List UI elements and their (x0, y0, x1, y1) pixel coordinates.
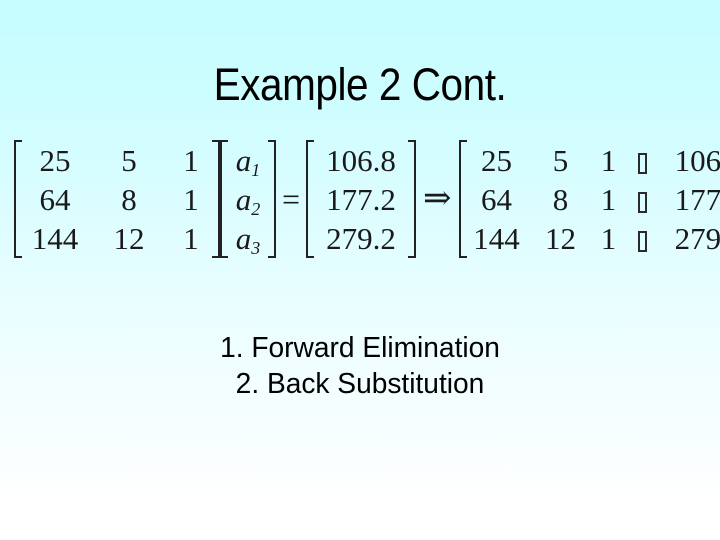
matrix-cell: 1 (183, 142, 199, 178)
equals-sign: = (282, 181, 301, 217)
augmented-separator-icon (638, 141, 648, 180)
matrix-equation: 25 5 1 64 8 1 144 12 1 a1 a2 a3 = (14, 136, 720, 262)
missing-glyph-box-icon (638, 152, 648, 174)
page-title: Example 2 Cont. (213, 59, 507, 110)
matrix-cell: 279.2 (674, 220, 720, 256)
variable-subscript: 3 (251, 237, 261, 258)
vector-cell: a3 (236, 219, 260, 258)
matrix-cell: 5 (121, 142, 137, 178)
missing-glyph-box-icon (638, 191, 648, 213)
coefficient-matrix: 25 5 1 64 8 1 144 12 1 (14, 140, 220, 258)
matrix-cell: 25 (39, 142, 71, 178)
matrix-cell: 12 (113, 220, 145, 256)
matrix-cell: 1 (600, 181, 617, 217)
variable-base: a (235, 220, 252, 256)
variable-base: a (235, 181, 252, 217)
matrix-cell: 25 (481, 142, 513, 178)
steps-list: 1. Forward Elimination 2. Back Substitut… (0, 330, 720, 402)
matrix-cell: 177.2 (674, 181, 720, 217)
missing-glyph-box-icon (638, 230, 648, 252)
matrix-cell: 5 (552, 142, 569, 178)
matrix-cell: 1 (600, 220, 617, 256)
rhs-vector: 106.8 177.2 279.2 (306, 140, 417, 258)
augmented-separator-icon (638, 180, 648, 219)
vector-cell: 106.8 (326, 142, 396, 178)
vector-cell: a1 (236, 141, 260, 180)
matrix-cell: 64 (481, 181, 513, 217)
coefficient-matrix-grid: 25 5 1 64 8 1 144 12 1 (23, 141, 211, 258)
matrix-cell: 1 (600, 142, 617, 178)
matrix-cell: 12 (545, 220, 577, 256)
matrix-cell: 8 (121, 181, 137, 217)
matrix-cell: 106.8 (674, 142, 720, 178)
variable-subscript: 1 (251, 159, 261, 180)
vector-cell: 177.2 (326, 181, 396, 217)
rhs-vector-grid: 106.8 177.2 279.2 (315, 141, 407, 258)
unknown-vector-grid: a1 a2 a3 (229, 141, 267, 258)
matrix-cell: 144 (31, 220, 79, 256)
augmented-separator-icon (638, 219, 648, 258)
matrix-cell: 8 (552, 181, 569, 217)
unknown-vector: a1 a2 a3 (220, 140, 276, 258)
matrix-cell: 1 (183, 220, 199, 256)
augmented-matrix: 25 5 1 106.8 64 8 1 177.2 144 12 1 279.2 (458, 140, 720, 258)
vector-cell: a2 (236, 180, 260, 219)
matrix-cell: 1 (183, 181, 199, 217)
augmented-matrix-grid: 25 5 1 106.8 64 8 1 177.2 144 12 1 279.2 (468, 141, 720, 258)
variable-base: a (235, 142, 252, 178)
step-item-back-substitution: 2. Back Substitution (235, 368, 485, 400)
matrix-cell: 64 (39, 181, 71, 217)
variable-subscript: 2 (251, 198, 261, 219)
vector-cell: 279.2 (326, 220, 396, 256)
matrix-cell: 144 (473, 220, 520, 256)
step-item-forward-elimination: 1. Forward Elimination (220, 332, 500, 364)
implies-arrow-icon: ⇒ (423, 180, 452, 217)
